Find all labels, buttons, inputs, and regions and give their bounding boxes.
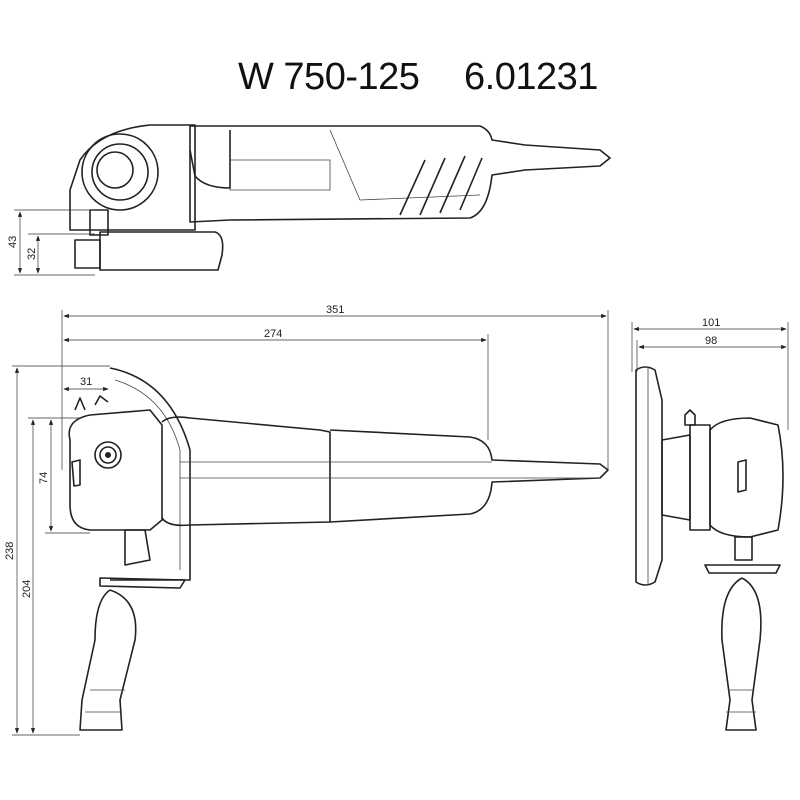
dim-32: 32 — [26, 248, 38, 260]
dim-31: 31 — [80, 376, 92, 388]
front-view — [635, 366, 784, 731]
top-view-dimensions: 43 32 — [7, 209, 95, 276]
article-number: 6.01231 — [464, 56, 598, 98]
dim-98: 98 — [705, 335, 717, 347]
dim-274: 274 — [264, 328, 282, 340]
dim-204: 204 — [21, 580, 33, 598]
top-view — [69, 124, 611, 271]
dim-351: 351 — [326, 304, 344, 316]
dim-238: 238 — [4, 542, 16, 560]
side-view-dimensions: 351 274 31 238 204 74 — [4, 304, 609, 736]
dim-101: 101 — [702, 317, 720, 329]
side-view — [68, 367, 609, 731]
dim-74: 74 — [38, 472, 50, 484]
model-title: W 750-125 — [238, 56, 420, 98]
front-view-dimensions: 101 98 — [631, 317, 789, 430]
dim-43: 43 — [7, 236, 19, 248]
